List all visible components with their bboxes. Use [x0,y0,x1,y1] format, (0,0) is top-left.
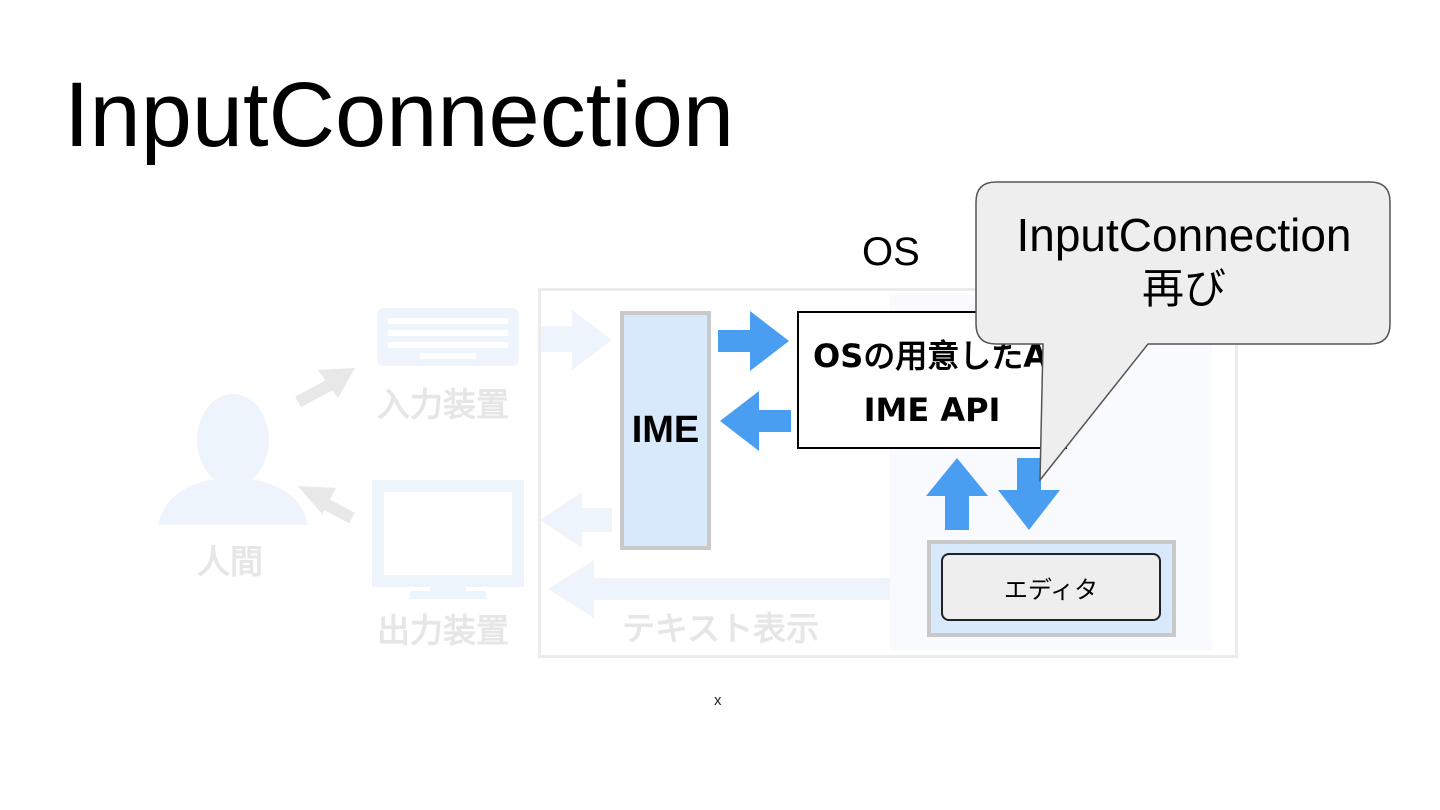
monitor-icon [372,480,524,599]
output-device-label: 出力装置 [377,611,509,650]
arrow-from-output-device [298,486,355,524]
slide-title: InputConnection [64,64,735,166]
callout-line2: 再び [1141,264,1226,313]
arrow-api-to-editor [998,458,1060,530]
footer-text: x [714,692,722,709]
arrow-to-input-device [295,368,355,408]
callout-text: InputConnection 再び [978,208,1390,316]
callout-bubble [975,181,1391,483]
text-display-label: テキスト表示 [622,609,820,648]
person-icon [158,394,308,525]
arrow-editor-to-output [548,560,916,618]
api-line2: IME API [863,391,1001,429]
input-device-label: 入力装置 [377,385,509,424]
keyboard-icon [377,308,519,366]
arrow-api-to-ime [720,391,791,451]
editor-box: エディタ [941,553,1161,621]
callout-line1: InputConnection [1016,209,1352,261]
arrow-ime-to-api [718,311,789,371]
human-label: 人間 [197,542,263,581]
arrow-editor-to-api [926,458,988,530]
ime-label: IME [631,409,700,451]
arrow-keyboard-to-ime [538,310,612,370]
os-frame [538,288,1238,658]
arrow-ime-to-output [540,492,612,548]
ime-box: IME [620,311,711,550]
os-label: OS [862,230,920,274]
